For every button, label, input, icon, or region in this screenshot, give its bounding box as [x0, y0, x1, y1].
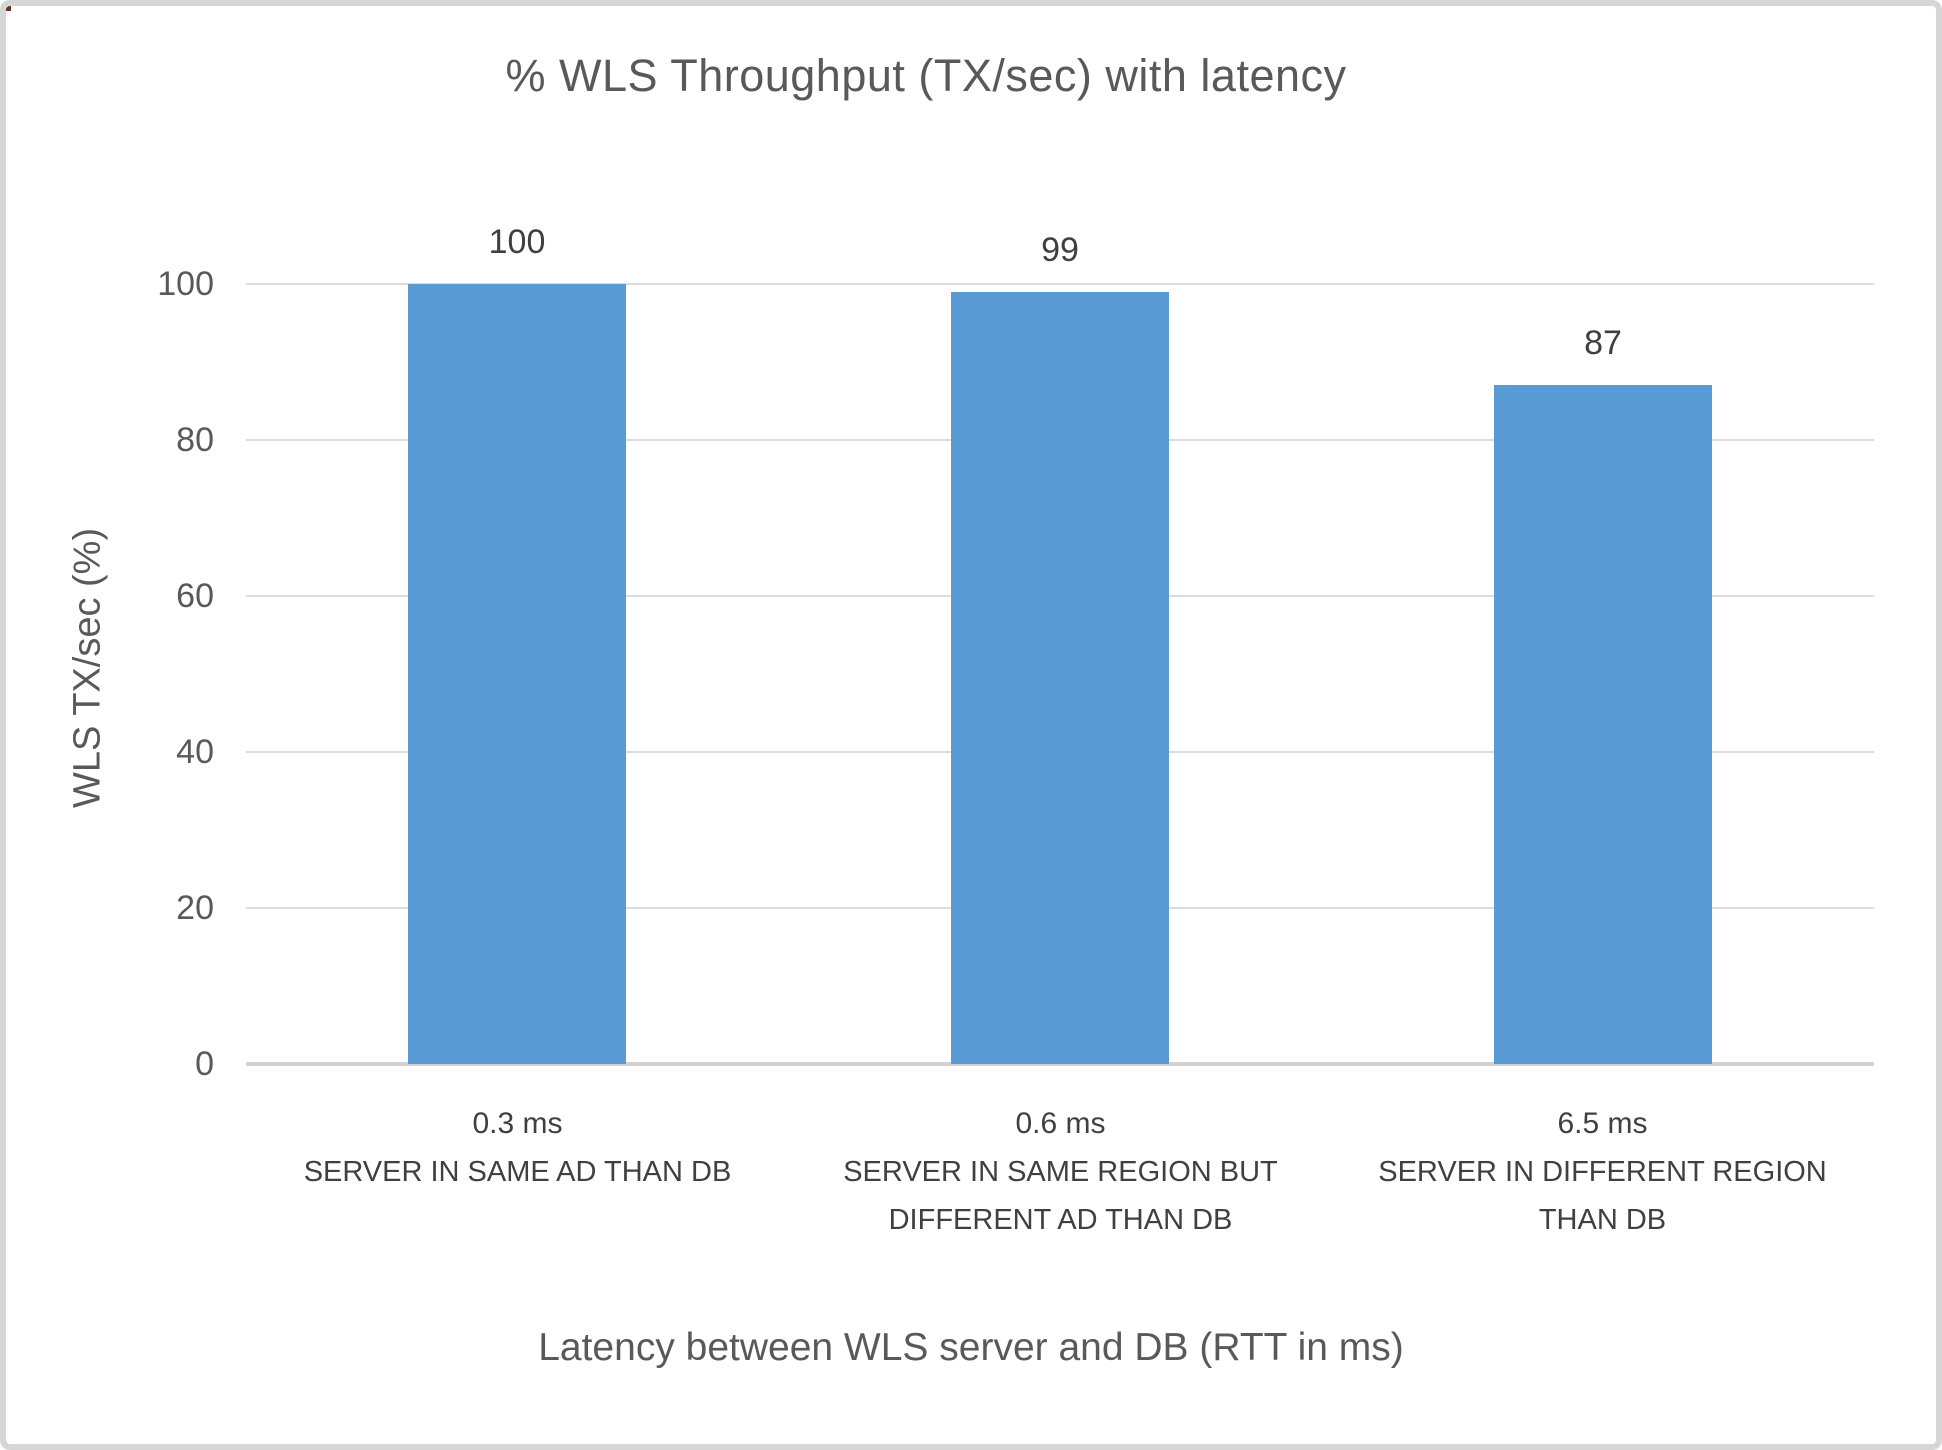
- category-latency: 0.3 ms: [472, 1107, 563, 1140]
- y-tick-label: 0: [195, 1045, 214, 1083]
- x-axis-title: Latency between WLS server and DB (RTT i…: [538, 1326, 1404, 1369]
- y-tick-label: 40: [176, 733, 214, 771]
- bar: [951, 292, 1169, 1064]
- y-axis-title: WLS TX/sec (%): [66, 527, 109, 809]
- corner-artifact: [6, 6, 11, 11]
- bar-data-label: 99: [1041, 231, 1079, 269]
- category-latency: 0.6 ms: [1015, 1107, 1106, 1140]
- category-description-line: SERVER IN DIFFERENT REGION: [1378, 1156, 1827, 1188]
- category-description-line: THAN DB: [1538, 1204, 1667, 1236]
- category-latency: 6.5 ms: [1557, 1107, 1648, 1140]
- bar-data-label: 87: [1584, 324, 1622, 362]
- bar: [1494, 385, 1712, 1064]
- y-tick-label: 80: [176, 421, 214, 459]
- bar-data-label: 100: [488, 223, 546, 261]
- chart-title: % WLS Throughput (TX/sec) with latency: [505, 50, 1347, 101]
- y-tick-label: 100: [157, 265, 214, 303]
- y-tick-label: 20: [176, 889, 214, 927]
- category-description-line: SERVER IN SAME REGION BUT: [843, 1156, 1278, 1188]
- category-label: 0.6 ms SERVER IN SAME REGION BUT DIFFERENT…: [789, 1100, 1332, 1244]
- category-label: 0.3 ms SERVER IN SAME AD THAN DB: [246, 1100, 789, 1196]
- category-description-line: SERVER IN SAME AD THAN DB: [303, 1156, 732, 1188]
- gridline: [246, 283, 1874, 285]
- category-label: 6.5 ms SERVER IN DIFFERENT REGION THAN DB: [1331, 1100, 1874, 1244]
- bar: [408, 284, 626, 1064]
- y-tick-label: 60: [176, 577, 214, 615]
- category-description-line: DIFFERENT AD THAN DB: [888, 1204, 1233, 1236]
- x-axis-line: [246, 1062, 1874, 1066]
